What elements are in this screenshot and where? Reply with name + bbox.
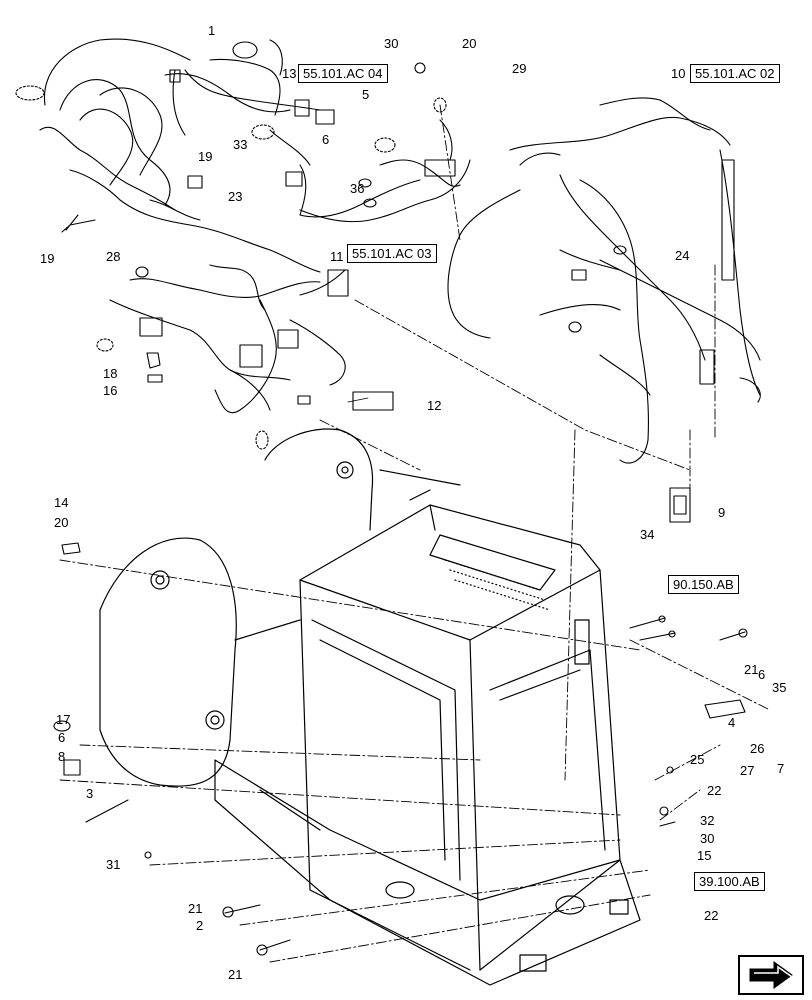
reference-55-101-ac-02[interactable]: 55.101.AC 02 [690, 64, 780, 83]
callout-21[interactable]: 21 [228, 967, 243, 982]
assembly-leader-lines [59, 104, 771, 963]
callout-35[interactable]: 35 [772, 680, 787, 695]
callout-6[interactable]: 6 [58, 730, 66, 745]
callout-6[interactable]: 6 [758, 667, 766, 682]
reference-55-101-ac-04[interactable]: 55.101.AC 04 [298, 64, 388, 83]
loader-main-frame [99, 428, 641, 986]
main-wiring-harness [15, 38, 471, 273]
callout-27[interactable]: 27 [740, 763, 755, 778]
callout-13[interactable]: 13 [282, 66, 297, 81]
callout-2[interactable]: 2 [196, 918, 204, 933]
callout-4[interactable]: 4 [728, 715, 736, 730]
callout-11[interactable]: 11 [330, 249, 344, 264]
callout-1[interactable]: 1 [208, 23, 216, 38]
reference-90-150-ab[interactable]: 90.150.AB [668, 575, 739, 594]
callout-6[interactable]: 6 [322, 132, 330, 147]
callout-31[interactable]: 31 [106, 857, 121, 872]
callout-23[interactable]: 23 [228, 189, 243, 204]
callout-8[interactable]: 8 [58, 749, 66, 764]
reference-55-101-ac-03[interactable]: 55.101.AC 03 [347, 244, 437, 263]
callout-22[interactable]: 22 [707, 783, 722, 798]
callout-3[interactable]: 3 [86, 786, 94, 801]
callout-14[interactable]: 14 [54, 495, 69, 510]
callout-25[interactable]: 25 [690, 752, 705, 767]
fastener-hardware [53, 214, 748, 956]
callout-21[interactable]: 21 [188, 901, 203, 916]
callout-19[interactable]: 19 [40, 251, 55, 266]
callout-5[interactable]: 5 [362, 87, 370, 102]
callout-20[interactable]: 20 [462, 36, 477, 51]
callout-20[interactable]: 20 [54, 515, 69, 530]
callout-12[interactable]: 12 [427, 398, 442, 413]
callout-10[interactable]: 10 [671, 66, 686, 81]
callout-30[interactable]: 30 [700, 831, 715, 846]
right-wiring-harness [447, 97, 761, 464]
callout-16[interactable]: 16 [103, 383, 118, 398]
callout-15[interactable]: 15 [697, 848, 712, 863]
cab-wiring-harness [96, 264, 394, 450]
callout-17[interactable]: 17 [56, 712, 71, 727]
callout-7[interactable]: 7 [777, 761, 785, 776]
callout-24[interactable]: 24 [675, 248, 690, 263]
callout-18[interactable]: 18 [103, 366, 118, 381]
callout-36[interactable]: 36 [350, 181, 365, 196]
callout-32[interactable]: 32 [700, 813, 715, 828]
callout-19[interactable]: 19 [198, 149, 213, 164]
callout-28[interactable]: 28 [106, 249, 121, 264]
reference-39-100-ab[interactable]: 39.100.AB [694, 872, 765, 891]
callout-22[interactable]: 22 [704, 908, 719, 923]
callout-34[interactable]: 34 [640, 527, 655, 542]
next-page-arrow-icon[interactable] [738, 955, 804, 995]
callout-33[interactable]: 33 [233, 137, 248, 152]
callout-30[interactable]: 30 [384, 36, 399, 51]
callout-21[interactable]: 21 [744, 662, 759, 677]
callout-29[interactable]: 29 [512, 61, 527, 76]
callout-9[interactable]: 9 [718, 505, 726, 520]
callout-26[interactable]: 26 [750, 741, 765, 756]
